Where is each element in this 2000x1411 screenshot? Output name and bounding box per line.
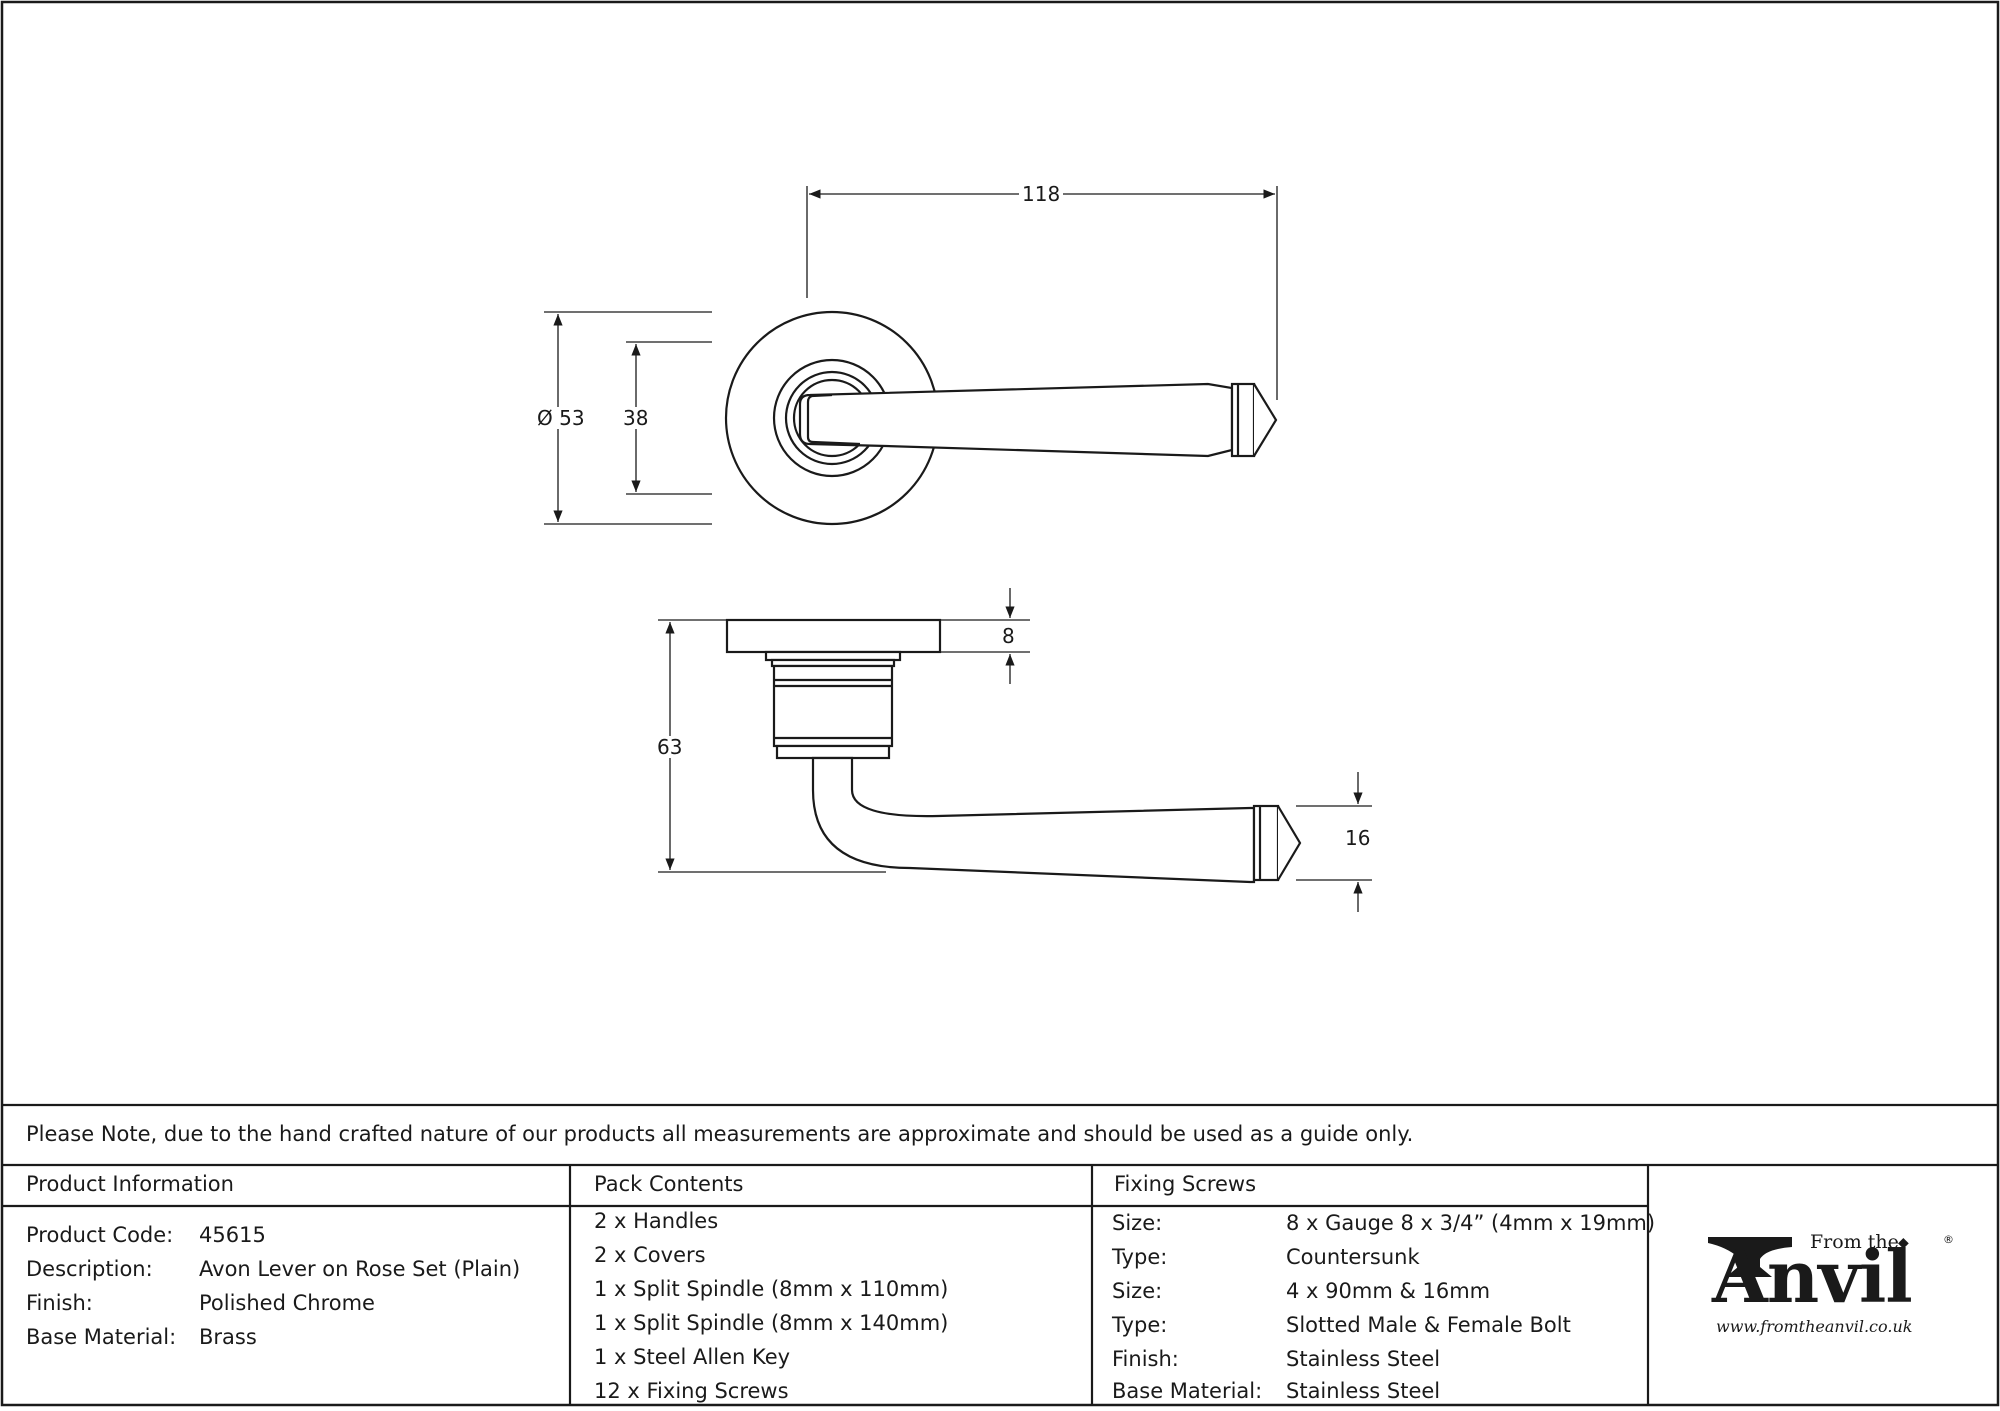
product-info-label: Base Material: [26, 1325, 177, 1349]
side-view [725, 618, 1302, 884]
top-view-dims [544, 186, 1278, 525]
screw-label: Size: [1112, 1279, 1163, 1303]
product-info-value: Polished Chrome [199, 1291, 375, 1315]
fixing-screws-heading: Fixing Screws [1114, 1172, 1257, 1196]
pack-item: 2 x Handles [594, 1209, 719, 1233]
brand-logo: From the ◆ ® Anvil www.fromtheanvil.co.u… [1700, 1225, 1960, 1345]
screw-value: Slotted Male & Female Bolt [1286, 1313, 1571, 1337]
dimension-diameter-label: Ø 53 [534, 407, 588, 429]
dimension-inner-diameter-label: 38 [620, 407, 652, 429]
screw-value: Countersunk [1286, 1245, 1420, 1269]
dimension-lever-height-label: 16 [1342, 827, 1374, 849]
dimension-rose-thickness-label: 8 [999, 625, 1018, 647]
pack-item: 12 x Fixing Screws [594, 1379, 789, 1403]
screw-label: Size: [1112, 1211, 1163, 1235]
registered-mark: ® [1943, 1233, 1954, 1246]
dimension-projection-label: 63 [654, 736, 686, 758]
lever-end-point [1253, 383, 1278, 457]
product-info-label: Product Code: [26, 1223, 174, 1247]
rose-side [725, 618, 942, 654]
boss-side [772, 664, 894, 748]
pack-item: 1 x Steel Allen Key [594, 1345, 791, 1369]
lever-end-collar [1230, 382, 1256, 458]
disclaimer-note: Please Note, due to the hand crafted nat… [26, 1122, 1414, 1146]
pack-item: 1 x Split Spindle (8mm x 110mm) [594, 1277, 949, 1301]
diamond-icon: ◆ [1898, 1235, 1909, 1251]
pack-item: 2 x Covers [594, 1243, 706, 1267]
logo-url: www.fromtheanvil.co.uk [1716, 1317, 1913, 1336]
product-info-label: Description: [26, 1257, 153, 1281]
product-info-value: 45615 [199, 1223, 266, 1247]
screw-value: Stainless Steel [1286, 1347, 1441, 1371]
pack-item: 1 x Split Spindle (8mm x 140mm) [594, 1311, 949, 1335]
screw-value: 8 x Gauge 8 x 3/4” (4mm x 19mm) [1286, 1211, 1656, 1235]
screw-value: 4 x 90mm & 16mm [1286, 1279, 1491, 1303]
pack-contents-heading: Pack Contents [594, 1172, 744, 1196]
anvil-icon [1708, 1237, 1792, 1277]
top-view [724, 310, 1278, 526]
lever-side-outline [811, 756, 1256, 884]
screw-label: Type: [1112, 1313, 1168, 1337]
product-info-value: Avon Lever on Rose Set (Plain) [199, 1257, 521, 1281]
logo-from-text: From the [1810, 1231, 1899, 1253]
lever-side-collar [1252, 804, 1280, 882]
lever-side-point [1277, 805, 1302, 881]
lever-top-outline [798, 382, 1234, 458]
screw-label: Base Material: [1112, 1379, 1263, 1403]
product-info-heading: Product Information [26, 1172, 234, 1196]
product-info-value: Brass [199, 1325, 257, 1349]
logo-wordmark: Anvil [1712, 1234, 1913, 1319]
screw-label: Type: [1112, 1245, 1168, 1269]
dimension-width-label: 118 [1019, 183, 1064, 205]
screw-value: Stainless Steel [1286, 1379, 1441, 1403]
lever-neck-top [806, 393, 861, 446]
screw-label: Finish: [1112, 1347, 1179, 1371]
product-info-label: Finish: [26, 1291, 93, 1315]
info-table [2, 1103, 1998, 1405]
